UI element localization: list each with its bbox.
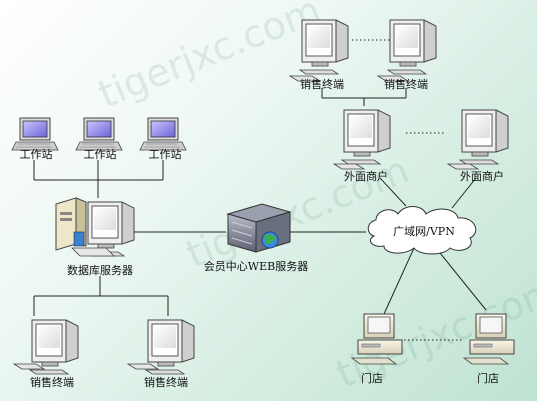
web-server [226,203,292,253]
external-merchant-2 [459,109,509,165]
keyboard [127,363,159,370]
label-sales-terminal-bottom-1: 销售终端 [30,376,74,389]
label-sales-terminal-bottom-2: 销售终端 [144,376,188,389]
label-workstation-2: 工作站 [83,148,117,161]
sales-terminal-top-1 [299,19,349,75]
store-pc-1 [351,313,403,365]
store-pc-2 [463,313,515,365]
label-store-2: 门店 [477,372,499,385]
label-workstation-1: 工作站 [19,148,53,161]
connection-lines [33,88,487,316]
label-sales-terminal-top-2: 销售终端 [384,78,428,91]
label-external-merchant-2: 外面商户 [460,170,504,183]
keyboard [13,363,45,370]
label-store-1: 门店 [361,372,383,385]
sales-terminal-top-2 [387,19,437,75]
external-merchant-1 [341,109,391,165]
database-server [55,197,135,257]
label-wan: 广域网/VPN [393,225,455,238]
wan-cloud [367,206,477,255]
dotted-links [352,39,462,341]
label-web-server: 会员中心WEB服务器 [203,260,309,273]
label-db-server: 数据库服务器 [67,264,133,277]
label-sales-terminal-top-1: 销售终端 [300,78,344,91]
label-workstation-3: 工作站 [148,148,182,161]
label-external-merchant-1: 外面商户 [344,170,388,183]
